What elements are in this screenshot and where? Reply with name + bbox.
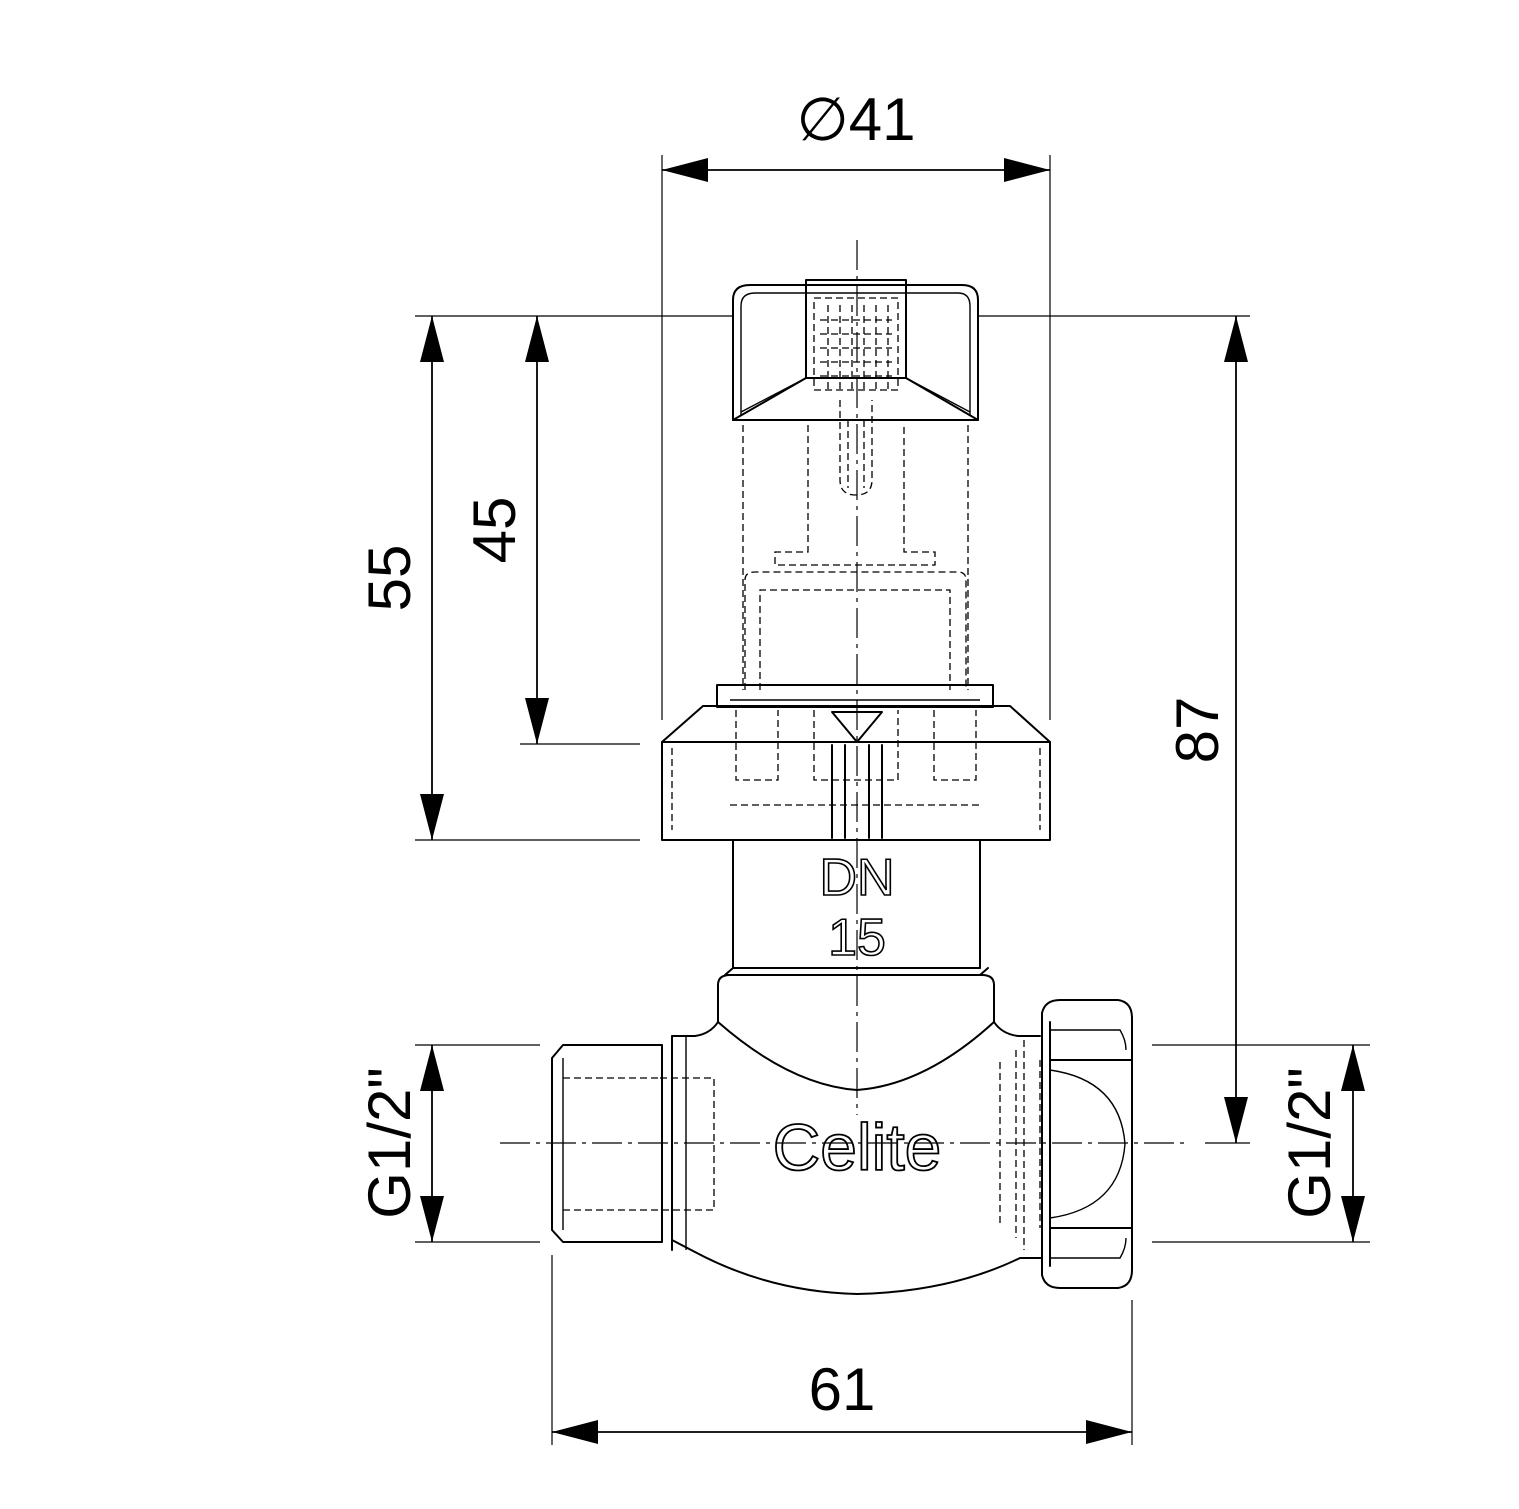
dimension-body-length: 61	[551, 1255, 1133, 1445]
dimension-width-label: ∅41	[796, 86, 915, 153]
dimension-inlet-thread-label: G1/2"	[356, 1067, 423, 1218]
indicator-triangle-icon	[831, 711, 883, 743]
union-nut	[661, 705, 1051, 841]
size-marking-15: 15	[828, 909, 886, 967]
arrow-up-icon	[420, 1045, 444, 1091]
arrow-right-icon	[1086, 1420, 1132, 1444]
arrow-up-icon	[525, 316, 549, 362]
inlet-thread	[551, 1044, 663, 1243]
arrow-up-icon	[420, 316, 444, 362]
center-lines	[500, 240, 1185, 1144]
dimension-overall-height-label: 87	[1164, 697, 1231, 764]
dimension-inlet-thread: G1/2"	[356, 1044, 540, 1243]
dimension-outlet-thread-label: G1/2"	[1276, 1067, 1343, 1218]
body-markings: DN 15 Celite	[772, 848, 943, 1185]
arrow-down-icon	[420, 1196, 444, 1242]
knurl-pattern	[813, 297, 899, 392]
dimension-cap-height: 45	[461, 315, 733, 745]
arrow-up-icon	[1224, 316, 1248, 362]
dimension-body-length-label: 61	[809, 1356, 876, 1423]
dimension-head-height-label: 55	[356, 545, 423, 612]
arrow-down-icon	[1341, 1196, 1365, 1242]
valve-cap	[732, 279, 979, 496]
arrow-left-icon	[552, 1420, 598, 1444]
arrow-left-icon	[662, 158, 708, 182]
arrow-down-icon	[420, 794, 444, 840]
arrow-down-icon	[1224, 1097, 1248, 1143]
dimension-head-height: 55	[356, 315, 640, 841]
dimension-overall-height: 87	[978, 315, 1250, 1144]
dimension-cap-height-label: 45	[461, 497, 528, 564]
dimension-width: ∅41	[661, 86, 1051, 720]
arrow-up-icon	[1341, 1045, 1365, 1091]
brand-logo-text: Celite	[773, 1110, 942, 1184]
cartridge-housing	[716, 425, 994, 708]
arrow-down-icon	[525, 698, 549, 744]
outlet-hex-nut	[1023, 999, 1133, 1289]
size-marking-dn: DN	[819, 849, 894, 907]
dimension-outlet-thread: G1/2"	[1152, 1044, 1370, 1243]
arrow-right-icon	[1004, 158, 1050, 182]
valve-body	[660, 974, 1043, 1295]
